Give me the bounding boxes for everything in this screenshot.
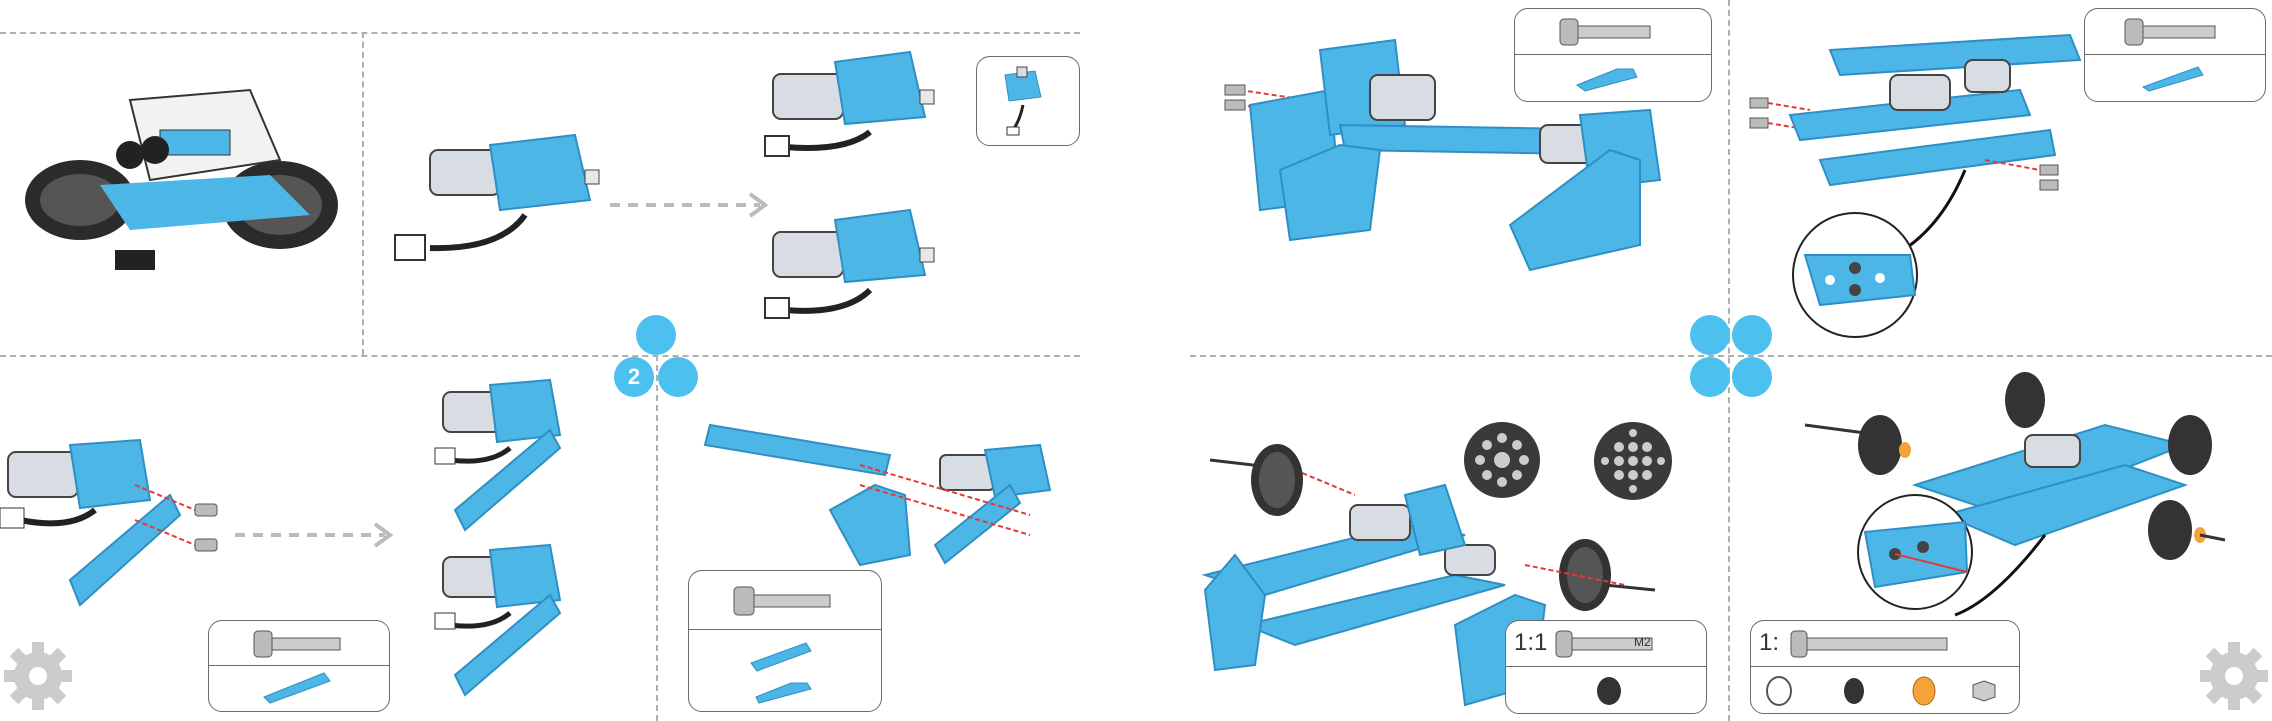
beam-icon	[710, 415, 1060, 575]
beam-icon	[264, 673, 334, 703]
beam-icon	[1577, 63, 1642, 91]
divider-middle-right	[1190, 355, 2272, 357]
arrow-icon	[610, 190, 775, 220]
screw-icon	[734, 585, 834, 617]
parts-box-motor-cable	[976, 56, 1080, 146]
divider-v3	[1728, 0, 1730, 721]
parts-box-screw-bracket	[1514, 8, 1712, 102]
wheel-icon	[1592, 420, 1674, 502]
motor-icon	[435, 545, 585, 705]
robot-tank-icon	[20, 90, 340, 290]
wheel-icon	[1462, 420, 1542, 500]
arrow-icon	[235, 520, 400, 550]
parts-box-screw-wheel: 1:1 M2	[1505, 620, 1707, 714]
screw-size-label: M2	[1634, 635, 1651, 649]
divider-v1	[362, 32, 364, 355]
motor-icon	[0, 440, 230, 620]
screw-icon	[1560, 17, 1655, 47]
screw-icon	[2125, 17, 2220, 47]
motor-icon	[995, 65, 1055, 140]
motor-icon	[765, 210, 940, 325]
screw-icon	[254, 629, 344, 659]
beam-icon	[2143, 63, 2208, 91]
wheel-icon	[1594, 675, 1624, 707]
gear-icon	[2198, 640, 2270, 712]
parts-box-screw-beams	[688, 570, 882, 712]
motor-icon	[765, 52, 940, 162]
divider-middle-left	[0, 355, 1080, 357]
detail-zoom-circle	[1790, 210, 1920, 340]
parts-ratio: 1:1	[1514, 629, 1547, 657]
parts-ratio: 1:	[1759, 629, 1779, 657]
divider-top-left	[0, 32, 1080, 34]
parts-box-screw-beam-right	[2084, 8, 2266, 102]
motor-icon	[435, 380, 585, 540]
motor-icon	[390, 130, 610, 270]
step-number: 2	[614, 357, 654, 397]
parts-box-screw-beam	[208, 620, 390, 712]
spacer-icon	[1759, 673, 2009, 709]
screw-icon	[1791, 629, 1951, 659]
gear-icon	[2, 640, 74, 712]
detail-zoom-circle	[1855, 492, 1975, 612]
parts-box-wheel-kit: 1:	[1750, 620, 2020, 714]
beam-icon	[751, 639, 821, 704]
divider-v2	[656, 355, 658, 721]
